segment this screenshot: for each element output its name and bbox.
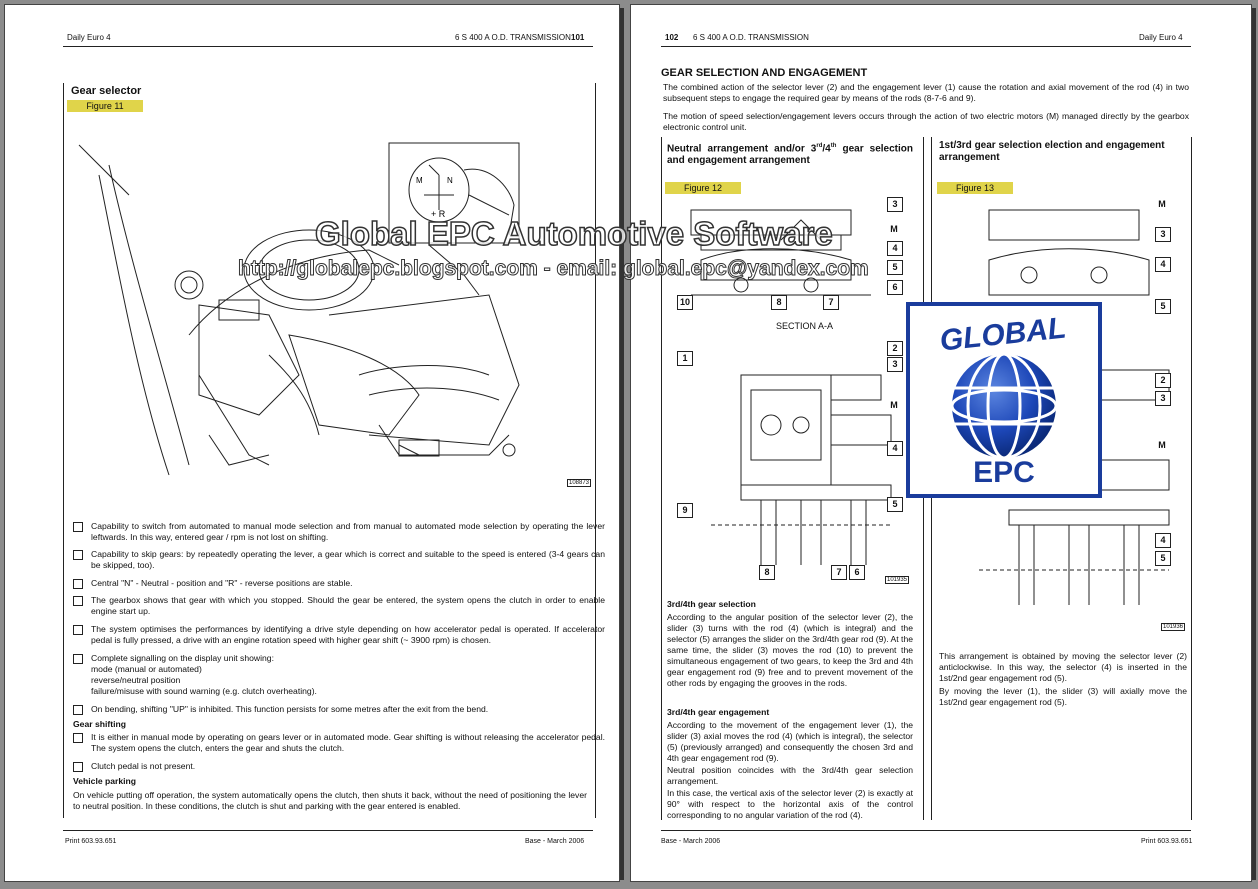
bullet-item: It is either in manual mode by operating… — [73, 732, 605, 754]
callout: 2 — [887, 341, 903, 356]
footer-rule — [661, 830, 1191, 831]
intro-paragraph: The combined action of the selector leve… — [663, 82, 1189, 103]
subsection-text: According to the angular position of the… — [667, 612, 914, 688]
callout: 7 — [831, 565, 847, 580]
footer-edition: Base - March 2006 — [661, 838, 721, 845]
callout: 5 — [887, 497, 903, 512]
subsection-text: Neutral position coincides with the 3rd/… — [667, 765, 913, 786]
figure-code: 108873 — [567, 479, 592, 487]
footer-print-code: Print 603.93.651 — [65, 838, 117, 845]
callout: 4 — [1155, 533, 1171, 548]
callout: 8 — [759, 565, 775, 580]
bullet-item: The gearbox shows that gear with which y… — [73, 595, 605, 617]
globe-icon: GLOBAL EPC — [938, 312, 1067, 489]
svg-text:M: M — [416, 176, 423, 185]
figure-code: 101936 — [1161, 623, 1186, 631]
vehicle-parking-title: Vehicle parking — [73, 776, 137, 786]
logo-bottom-text: EPC — [973, 456, 1035, 489]
callout: 6 — [849, 565, 865, 580]
bullet-item: Capability to switch from automated to m… — [73, 521, 605, 543]
callout: 5 — [1155, 551, 1171, 566]
left-page-number: 101 — [571, 33, 585, 42]
left-header-section: 6 S 400 A O.D. TRANSMISSION — [455, 33, 571, 42]
section-title: Gear selector — [71, 85, 142, 97]
intro-paragraph: The motion of speed selection/engagement… — [663, 111, 1189, 132]
footer-edition: Base - March 2006 — [525, 838, 585, 845]
subsection-title: 3rd/4th gear selection — [667, 599, 756, 609]
callout: 7 — [823, 295, 839, 310]
bullet-item: Clutch pedal is not present. — [73, 761, 605, 772]
watermark-contact: http://globalepc.blogspot.com - email: g… — [238, 257, 870, 281]
cabin-gear-selector-illustration: M N + R — [78, 142, 520, 476]
arrangement-text: This arrangement is obtained by moving t… — [939, 651, 1187, 683]
callout: M — [887, 399, 901, 412]
right-margin-rule — [595, 83, 596, 818]
callout: 8 — [771, 295, 787, 310]
gear-shifting-title: Gear shifting — [73, 719, 127, 729]
right-column-title: 1st/3rd gear selection election and enga… — [939, 140, 1165, 163]
signalling-line: reverse/neutral position — [91, 675, 181, 685]
global-epc-logo: GLOBAL EPC — [906, 302, 1102, 498]
left-header-title: Daily Euro 4 — [67, 33, 111, 42]
vehicle-parking-text: On vehicle putting off operation, the sy… — [73, 790, 587, 811]
left-margin-rule — [63, 83, 64, 818]
section-view-diagram — [690, 209, 871, 296]
signalling-line: failure/misuse with sound warning (e.g. … — [91, 686, 317, 696]
callout: 3 — [887, 197, 903, 212]
bullet-item: Complete signalling on the display unit … — [73, 653, 605, 664]
right-page-number: 102 — [665, 33, 679, 42]
callout: 5 — [1155, 299, 1171, 314]
header-rule — [661, 46, 1191, 47]
callout: M — [887, 223, 901, 236]
bullet-item: Central "N" - Neutral - position and "R"… — [73, 578, 605, 589]
footer-rule — [63, 830, 593, 831]
callout: 9 — [677, 503, 693, 518]
left-manual-page: Daily Euro 4 6 S 400 A O.D. TRANSMISSION… — [4, 4, 620, 882]
callout: 6 — [887, 280, 903, 295]
figure-label: Figure 13 — [937, 182, 1013, 194]
section-title: GEAR SELECTION AND ENGAGEMENT — [661, 67, 868, 79]
callout: 5 — [887, 260, 903, 275]
callout: 4 — [887, 441, 903, 456]
header-rule — [63, 46, 593, 47]
page-shadow — [1252, 8, 1256, 880]
figure-label: Figure 11 — [67, 100, 143, 112]
right-header-section: 6 S 400 A O.D. TRANSMISSION — [693, 33, 809, 42]
callout: 3 — [1155, 227, 1171, 242]
figure-code: 101935 — [885, 576, 910, 584]
column-rule — [661, 137, 662, 820]
subsection-text: In this case, the vertical axis of the s… — [667, 788, 913, 820]
callout: 2 — [1155, 373, 1171, 388]
callout: 4 — [1155, 257, 1171, 272]
callout: 1 — [677, 351, 693, 366]
svg-text:N: N — [447, 176, 453, 185]
selector-mechanism-diagram — [711, 374, 892, 565]
left-column-title: Neutral arrangement and/or 3rd/4th gear … — [667, 143, 914, 167]
callout: M — [1155, 198, 1169, 211]
column-rule — [1191, 137, 1192, 820]
callout: M — [1155, 439, 1169, 452]
logo-top-text: GLOBAL — [938, 312, 1067, 358]
bullet-item: On bending, shifting "UP" is inhibited. … — [73, 704, 605, 715]
callout: 3 — [887, 357, 903, 372]
section-caption: SECTION A-A — [776, 321, 834, 331]
arrangement-text: By moving the lever (1), the slider (3) … — [939, 686, 1187, 707]
bullet-item: The system optimises the performances by… — [73, 624, 605, 646]
page-shadow — [620, 8, 624, 880]
footer-print-code: Print 603.93.651 — [1141, 838, 1193, 845]
svg-text:+ R: + R — [431, 209, 446, 219]
figure-label: Figure 12 — [665, 182, 741, 194]
callout: 4 — [887, 241, 903, 256]
bullet-item: Capability to skip gears: by repeatedly … — [73, 549, 605, 571]
subsection-text: According to the movement of the engagem… — [667, 720, 913, 763]
signalling-line: mode (manual or automated) — [91, 664, 202, 674]
subsection-title: 3rd/4th gear engagement — [667, 707, 770, 717]
callout: 10 — [677, 295, 693, 310]
callout: 3 — [1155, 391, 1171, 406]
right-header-title: Daily Euro 4 — [1139, 33, 1183, 42]
watermark-title: Global EPC Automotive Software — [314, 214, 833, 253]
